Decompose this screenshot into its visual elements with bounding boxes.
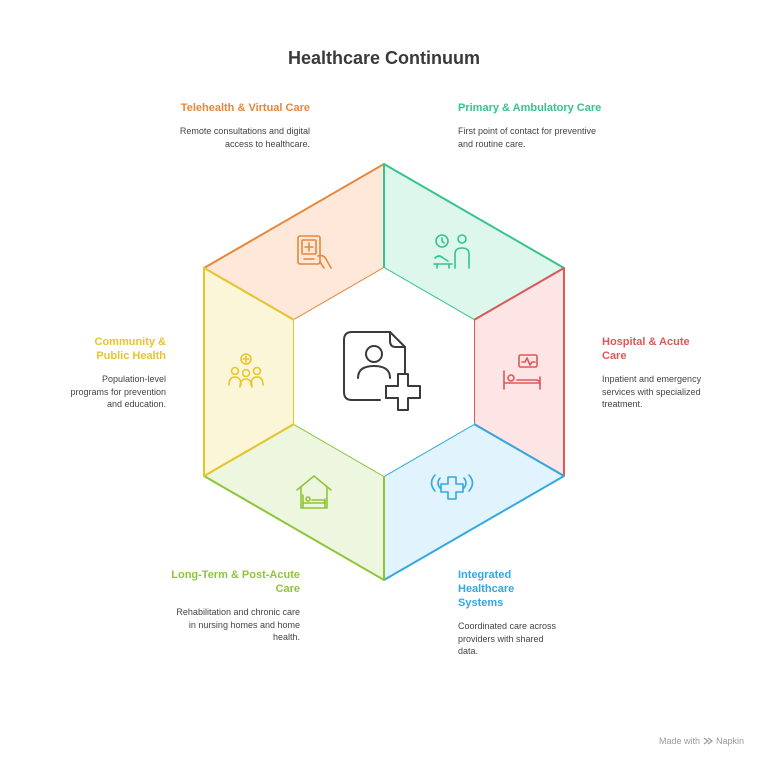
center-hexagon — [294, 268, 474, 476]
label-hospital-title: Hospital & Acute Care — [602, 336, 690, 362]
label-integrated-desc: Coordinated care across providers with s… — [458, 621, 557, 656]
community-people-icon — [228, 353, 264, 388]
diagram-title: Healthcare Continuum — [287, 48, 481, 68]
label-community-title: Community & Public Health — [94, 336, 167, 362]
label-hospital-desc: Inpatient and emergency services with sp… — [602, 374, 702, 409]
label-community-desc: Population-level programs for prevention… — [70, 374, 166, 409]
label-primary-title: Primary & Ambulatory Care — [458, 102, 602, 114]
label-primary-desc: First point of contact for preventive an… — [458, 126, 597, 149]
napkin-watermark: Made with Napkin — [659, 736, 744, 746]
connected-cross-icon — [430, 474, 474, 500]
tablet-medical-icon — [297, 235, 332, 269]
label-telehealth-desc: Remote consultations and digital access … — [179, 126, 310, 149]
watermark-text: Made with — [658, 736, 700, 746]
label-longterm: Long-Term & Post-Acute Care Rehabilitati… — [168, 568, 300, 644]
label-community: Community & Public Health Population-lev… — [66, 335, 166, 411]
hospital-bed-icon — [503, 354, 541, 390]
label-primary: Primary & Ambulatory Care First point of… — [458, 101, 608, 150]
clinic-visit-icon — [433, 234, 470, 269]
label-longterm-title: Long-Term & Post-Acute Care — [171, 569, 300, 595]
label-telehealth-title: Telehealth & Virtual Care — [180, 102, 310, 114]
watermark-brand: Napkin — [715, 736, 744, 746]
label-integrated: Integrated Healthcare Systems Coordinate… — [458, 568, 558, 658]
label-hospital: Hospital & Acute Care Inpatient and emer… — [602, 335, 702, 411]
napkin-logo-icon — [703, 737, 713, 745]
label-telehealth: Telehealth & Virtual Care Remote consult… — [160, 101, 310, 150]
home-bed-icon — [296, 475, 332, 509]
patient-record-icon — [343, 331, 421, 411]
label-integrated-title: Integrated Healthcare Systems — [458, 569, 515, 609]
label-longterm-desc: Rehabilitation and chronic care in nursi… — [176, 607, 300, 642]
